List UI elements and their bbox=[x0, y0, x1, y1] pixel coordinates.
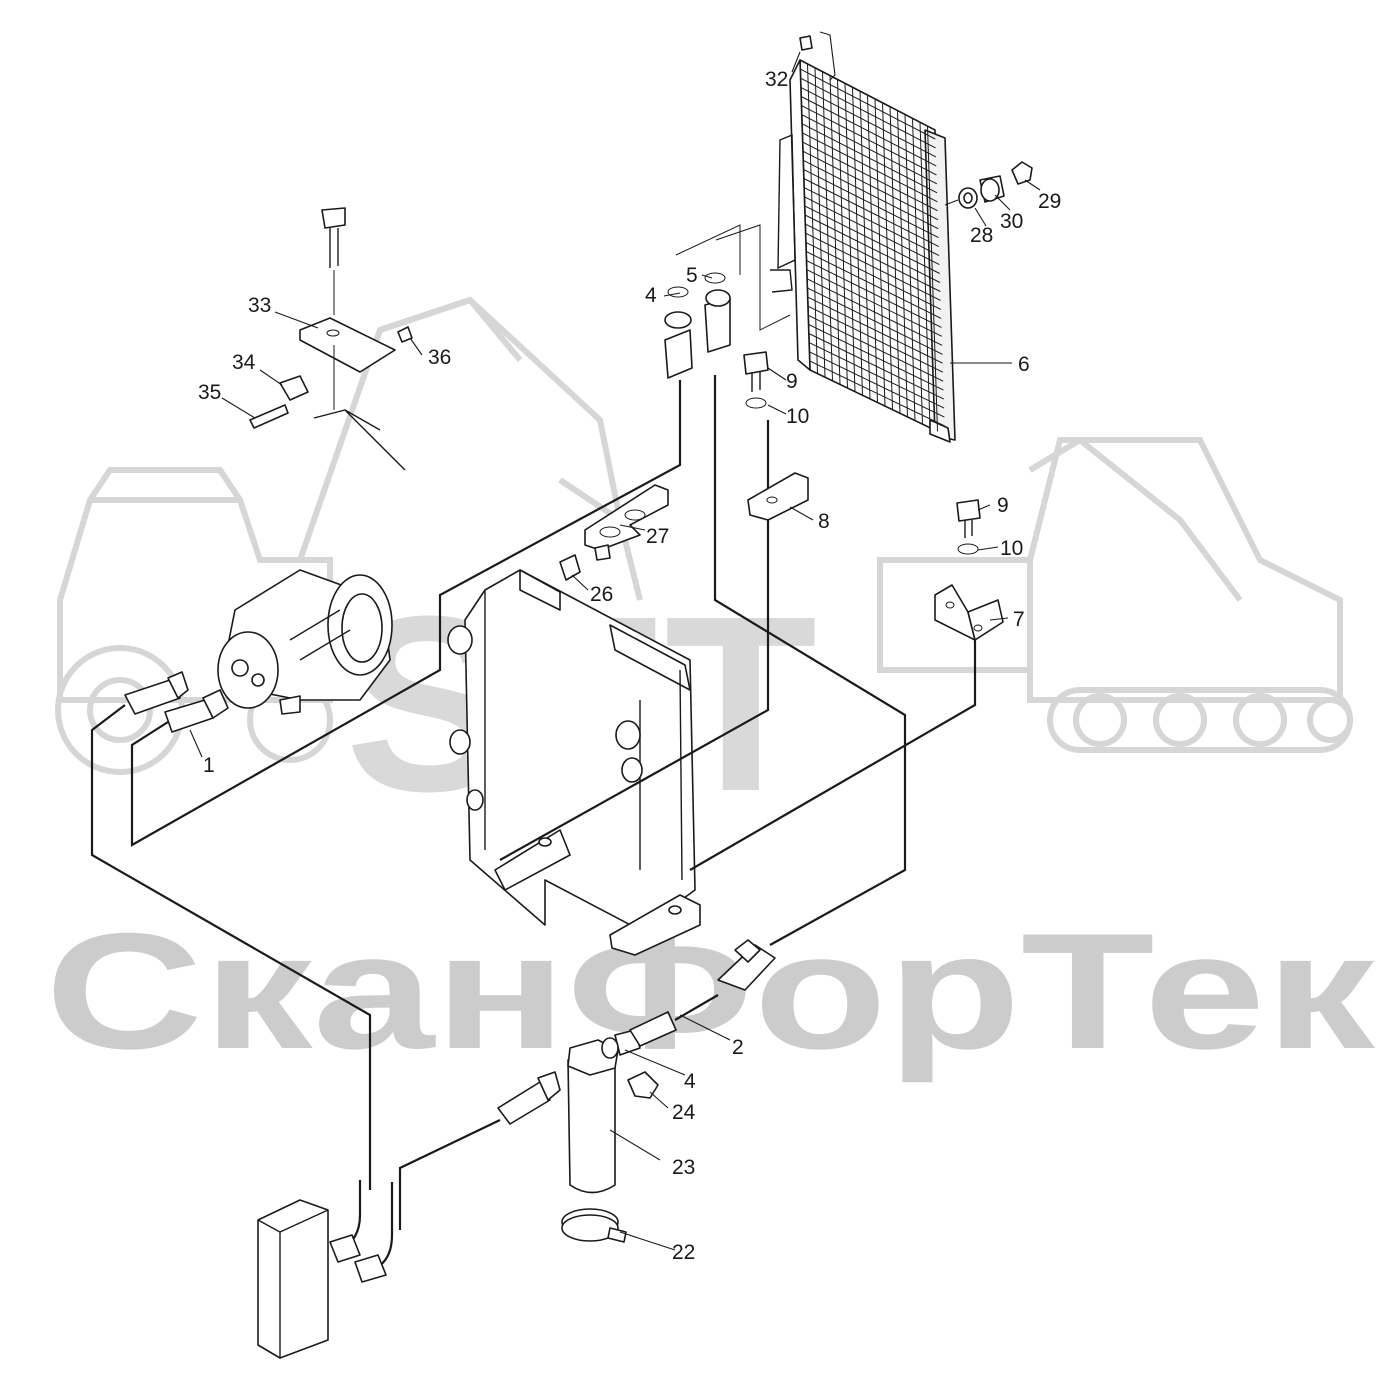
callout-23: 23 bbox=[672, 1156, 695, 1179]
callout-22: 22 bbox=[672, 1241, 695, 1264]
callout-36: 36 bbox=[428, 346, 451, 369]
callout-numbers: 1 2 4 4 5 6 7 8 9 9 10 10 22 23 24 26 27… bbox=[198, 68, 1061, 1264]
callout-24: 24 bbox=[672, 1101, 696, 1124]
callout-30: 30 bbox=[1000, 210, 1023, 233]
callout-1: 1 bbox=[203, 754, 215, 777]
fitting-29 bbox=[1011, 161, 1033, 185]
callout-9-upper: 9 bbox=[786, 370, 798, 393]
condenser-core-grid bbox=[800, 63, 945, 432]
callout-32: 32 bbox=[765, 68, 788, 91]
callout-27: 27 bbox=[646, 525, 669, 548]
callout-4-upper: 4 bbox=[645, 284, 657, 307]
callout-2: 2 bbox=[732, 1036, 744, 1059]
bracket-7 bbox=[934, 584, 1004, 641]
condenser bbox=[770, 59, 956, 443]
callout-34: 34 bbox=[232, 351, 256, 374]
bracket-8 bbox=[747, 472, 809, 521]
upper-hose-fittings bbox=[664, 224, 791, 379]
callout-4-lower: 4 bbox=[684, 1070, 696, 1093]
leader-lines bbox=[189, 51, 1041, 1251]
callout-9-lower: 9 bbox=[997, 494, 1009, 517]
compressor-hoses bbox=[90, 380, 682, 1190]
top-mount-bracket bbox=[249, 207, 413, 471]
callout-26: 26 bbox=[590, 583, 613, 606]
evaporator-housing bbox=[447, 569, 701, 956]
compressor bbox=[217, 569, 393, 715]
callout-10-upper: 10 bbox=[786, 405, 809, 428]
callout-7: 7 bbox=[1013, 608, 1025, 631]
bolt-9-lower bbox=[956, 499, 981, 555]
callout-8: 8 bbox=[818, 510, 830, 533]
callout-6: 6 bbox=[1018, 353, 1030, 376]
drier-cap-24 bbox=[627, 1071, 659, 1099]
callout-28: 28 bbox=[970, 224, 993, 247]
watermark-brand: СканФорТек bbox=[45, 899, 1376, 1083]
callout-5: 5 bbox=[686, 264, 698, 287]
callout-35: 35 bbox=[198, 381, 221, 404]
lower-hoses bbox=[398, 939, 776, 1230]
evaporator-block-bottom bbox=[257, 1180, 394, 1359]
callout-29: 29 bbox=[1038, 190, 1061, 213]
callout-10-lower: 10 bbox=[1000, 537, 1023, 560]
drier-clamp-22 bbox=[561, 1208, 627, 1243]
callout-33: 33 bbox=[248, 294, 271, 317]
receiver-drier bbox=[567, 1029, 641, 1194]
condenser-fittings bbox=[799, 31, 1033, 209]
bolt-9-upper bbox=[743, 351, 769, 409]
fitting-26 bbox=[559, 544, 611, 581]
loader-watermark-icon bbox=[1027, 437, 1353, 753]
clamp-27 bbox=[584, 484, 669, 551]
fitting-32 bbox=[799, 35, 813, 51]
